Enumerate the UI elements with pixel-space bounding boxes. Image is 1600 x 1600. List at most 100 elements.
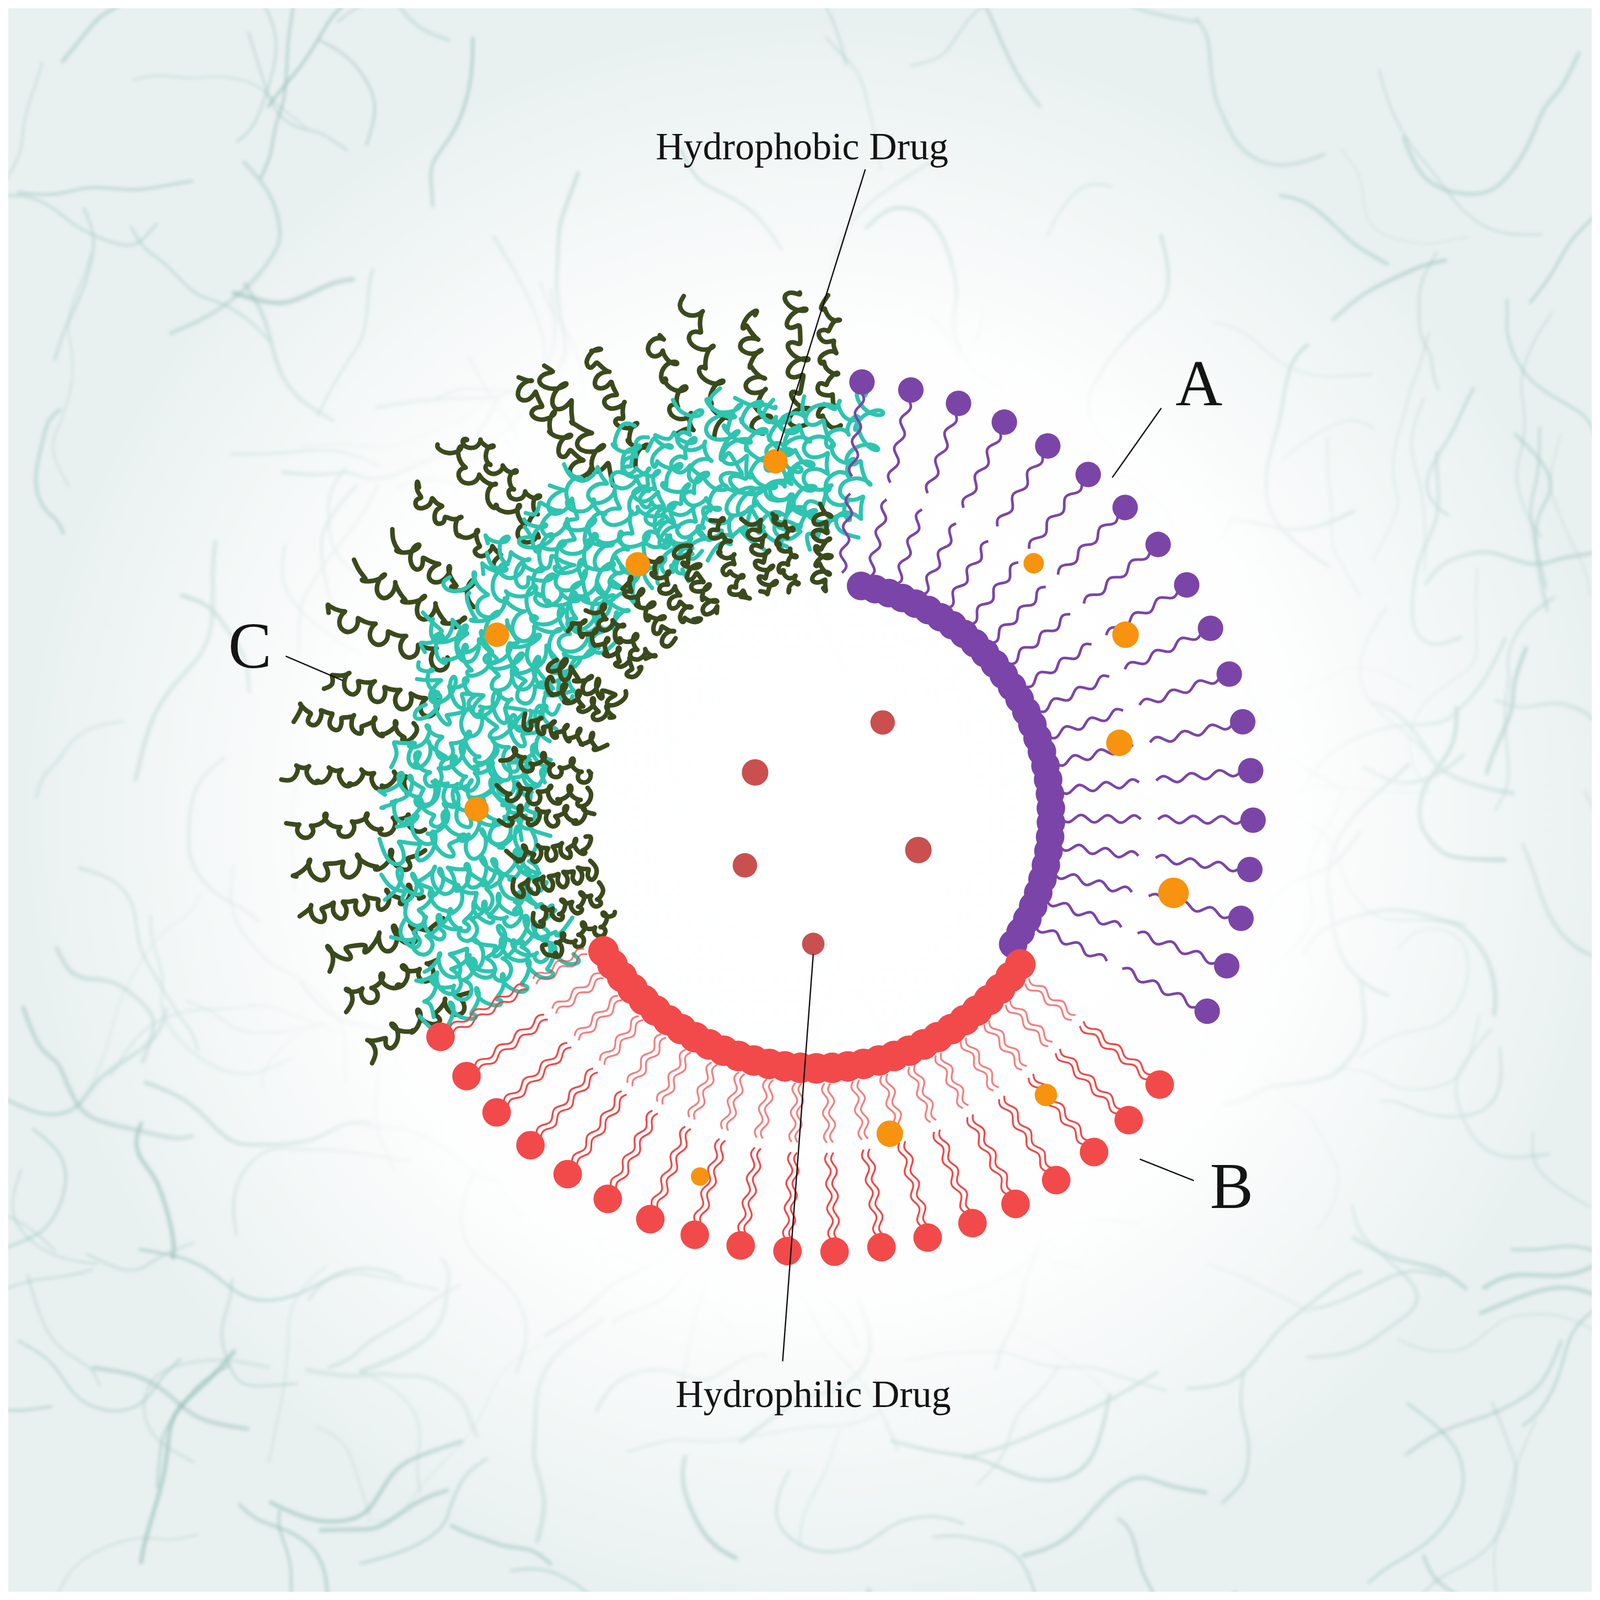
lipid-tail (536, 953, 588, 985)
lipid-tail (861, 1149, 877, 1236)
lipid-tail (1005, 1005, 1049, 1047)
leader-line (777, 169, 866, 451)
marble-vein (52, 251, 92, 488)
marble-vein (18, 180, 193, 195)
lipid-tail (1079, 1026, 1148, 1080)
marble-vein (278, 1511, 419, 1600)
marble-vein (1484, 1215, 1600, 1288)
lipid-tail (960, 1040, 994, 1091)
drug-label: Hydrophobic Drug (655, 124, 949, 168)
polymer-inner-chain (506, 836, 591, 862)
lipid-tail (604, 1019, 643, 1065)
lipid-tail (1083, 1021, 1152, 1075)
marble-vein (0, 1129, 66, 1277)
lipid-head (726, 1231, 755, 1260)
lipid-layer-a (840, 369, 1266, 1025)
lipid-head (1197, 615, 1223, 641)
lipid-tail (938, 1129, 971, 1211)
polymer-outer-chain (415, 481, 506, 573)
marble-vein (54, 208, 94, 359)
lipid-tail (1121, 968, 1198, 1008)
lipid-tail (967, 1117, 1007, 1195)
hydrophobic-drug (464, 796, 489, 821)
polymer-inner-chain (512, 860, 598, 898)
lipid-head (636, 1204, 665, 1234)
lipid-tail (822, 1083, 830, 1143)
lipid-head (1145, 1070, 1174, 1099)
hydrophobic-drug (763, 448, 788, 474)
lipid-tail (1150, 723, 1233, 743)
lipid-head (1228, 905, 1254, 931)
lipid-tail (760, 1080, 773, 1139)
lipid-head (1075, 462, 1102, 488)
marble-vein (0, 1269, 92, 1332)
hydrophobic-drug (1112, 621, 1139, 648)
lipid-tail (507, 1047, 572, 1107)
lipid-head (1214, 952, 1240, 979)
drug-particles (464, 448, 1189, 1186)
marble-vein (319, 40, 375, 146)
lipid-tail (1024, 983, 1072, 1020)
hydrophobic-drug (1158, 877, 1190, 909)
polymer-outer-chain (647, 335, 694, 434)
lipid-tail (1023, 643, 1092, 687)
polymer-outer-chain (392, 529, 475, 608)
lipid-tail (935, 1055, 964, 1108)
lipid-tail (1033, 1074, 1089, 1141)
hydrophobic-drug (484, 622, 509, 647)
marble-vein (248, 31, 347, 150)
lipid-head (588, 936, 620, 968)
lipid-head (958, 1208, 987, 1238)
polymer-inner-chain (812, 503, 832, 592)
lipid-tail (1139, 677, 1220, 706)
part-label: A (1175, 347, 1223, 420)
lipid-head (1042, 1165, 1071, 1195)
lipid-tail (1007, 614, 1071, 664)
marble-vein (0, 1212, 56, 1323)
lipid-tail (1061, 814, 1141, 823)
lipid-head (945, 390, 971, 417)
lipid-tail (1155, 855, 1240, 872)
lipid-head (1112, 494, 1138, 520)
marble-vein (157, 1365, 229, 1487)
drug-label: Hydrophilic Drug (675, 1372, 952, 1416)
polymer-inner-chain (673, 545, 717, 615)
lipid-tail (999, 1099, 1048, 1172)
hydrophilic-drug (870, 710, 895, 735)
lipid-head (1230, 709, 1256, 735)
center-glow (20, 20, 1600, 1600)
polymer-inner-chain (772, 513, 799, 593)
lipid-tail (552, 973, 600, 1009)
marble-vein (1511, 1246, 1600, 1254)
polymer-inner-chain (622, 577, 676, 647)
marble-vein (1529, 100, 1600, 303)
lipid-tail (989, 586, 1046, 643)
lipid-head (849, 369, 875, 395)
lipid-tail (1059, 844, 1138, 857)
lipid-tail (657, 1049, 686, 1102)
marble-vein (1522, 1307, 1598, 1426)
lipid-tail (908, 1066, 931, 1122)
lipid-tail (1156, 770, 1241, 782)
lipid-head (991, 409, 1017, 436)
marble-vein (1480, 1287, 1593, 1313)
hydrophobic-drug (876, 1120, 904, 1147)
lipid-tail (1158, 815, 1244, 824)
lipid-tail (1028, 1077, 1084, 1145)
lipid-tail (1028, 978, 1076, 1016)
lipid-tail (555, 978, 604, 1014)
marble-vein (40, 1534, 199, 1600)
polymer-inner-chain (709, 518, 750, 599)
lipid-head (820, 1237, 850, 1266)
polymer-outer-chain (346, 959, 439, 1013)
hydrophobic-drug (625, 551, 651, 577)
lipid-tail (989, 1020, 1027, 1067)
marble-vein (1340, 149, 1468, 245)
lipid-head (1079, 1137, 1109, 1167)
marble-vein (1473, 1420, 1537, 1600)
lipid-head (452, 1061, 481, 1091)
polymer-inner-chain (500, 748, 592, 783)
hydrophobic-drug (1034, 1083, 1058, 1107)
